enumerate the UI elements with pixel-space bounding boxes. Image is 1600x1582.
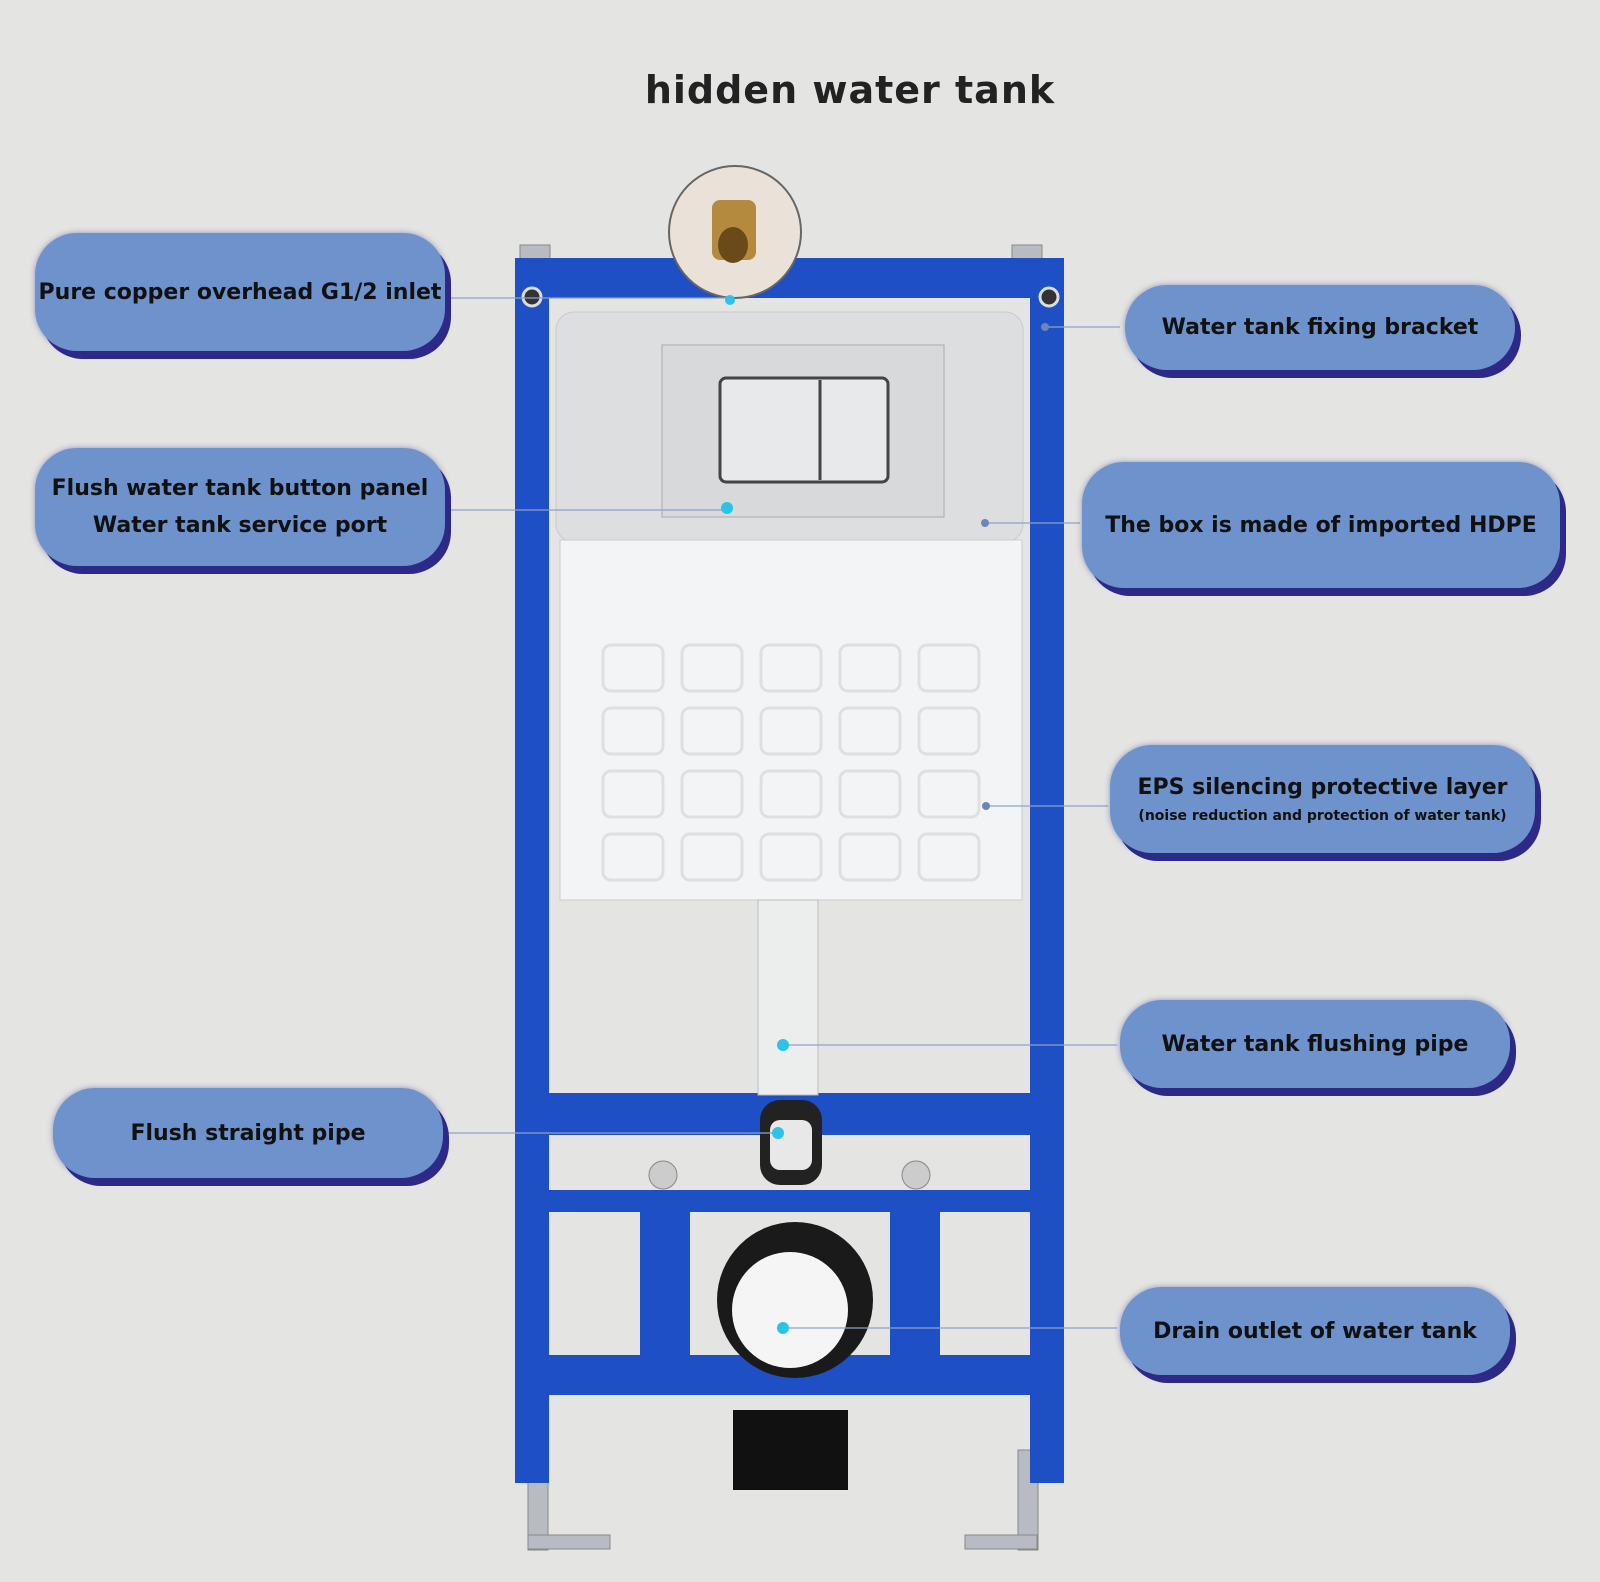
eps-cell [838, 643, 902, 693]
label-eps-subtext: (noise reduction and protection of water… [1138, 807, 1507, 824]
eps-cell [680, 706, 744, 756]
eps-cell [680, 643, 744, 693]
label-service-port-text: Water tank service port [92, 513, 388, 538]
eps-cell [759, 643, 823, 693]
eps-cell [917, 643, 981, 693]
eps-cell [838, 769, 902, 819]
eps-cell [838, 832, 902, 882]
leader-lines [445, 297, 1120, 1329]
eps-cell [601, 832, 665, 882]
label-straight-pipe: Flush straight pipe [53, 1088, 443, 1178]
eps-cell [680, 832, 744, 882]
label-inlet-text: Pure copper overhead G1/2 inlet [38, 279, 442, 305]
eps-cell [759, 706, 823, 756]
page-title: hidden water tank [644, 68, 1056, 112]
callout-dots [721, 295, 789, 1334]
label-hdpe-text: The box is made of imported HDPE [1105, 512, 1537, 538]
eps-cell [838, 706, 902, 756]
steel-frame [515, 258, 1064, 1483]
label-flushing-pipe: Water tank flushing pipe [1120, 1000, 1510, 1088]
eps-cell [601, 706, 665, 756]
label-button-panel-text: Flush water tank button panel [51, 476, 429, 501]
label-drain-text: Drain outlet of water tank [1153, 1318, 1477, 1344]
eps-cell [917, 706, 981, 756]
label-inlet: Pure copper overhead G1/2 inlet [35, 233, 445, 351]
flushing-pipe [757, 899, 819, 1096]
eps-cell [601, 643, 665, 693]
eps-cell [917, 769, 981, 819]
label-straight-pipe-text: Flush straight pipe [130, 1120, 366, 1146]
eps-cell [759, 832, 823, 882]
label-hdpe: The box is made of imported HDPE [1082, 462, 1560, 588]
eps-cell [680, 769, 744, 819]
label-eps-text: EPS silencing protective layer [1137, 774, 1508, 800]
label-bracket: Water tank fixing bracket [1125, 285, 1515, 370]
label-flushing-pipe-text: Water tank flushing pipe [1161, 1031, 1469, 1057]
label-eps: EPS silencing protective layer (noise red… [1110, 745, 1535, 853]
eps-cell [759, 769, 823, 819]
label-drain: Drain outlet of water tank [1120, 1287, 1510, 1375]
label-bracket-text: Water tank fixing bracket [1161, 315, 1479, 340]
eps-grid [601, 643, 981, 882]
flush-button-large [718, 376, 890, 484]
eps-cell [917, 832, 981, 882]
eps-cell [601, 769, 665, 819]
